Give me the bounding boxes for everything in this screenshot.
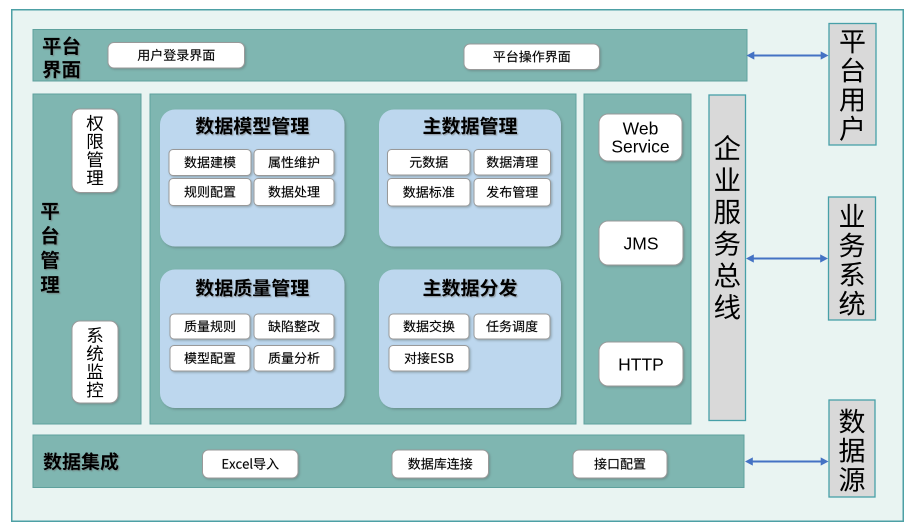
svg-text:HTTP: HTTP xyxy=(618,354,664,374)
svg-text:JMS: JMS xyxy=(624,233,659,253)
svg-text:Web: Web xyxy=(623,119,659,139)
svg-text:Service: Service xyxy=(611,136,669,156)
